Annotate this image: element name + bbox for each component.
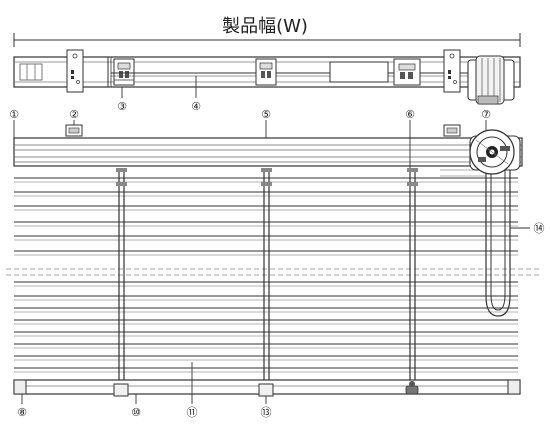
bracket-left-top [66,49,84,93]
callout-10: ⑩ [131,406,141,419]
callout-13: ⑬ [261,406,272,419]
cord-holder-middle [255,58,277,86]
callout-3: ③ [117,100,127,113]
callout-6: ⑥ [405,108,415,121]
operating-unit-top [467,55,515,105]
callouts: ① ② ③ ④ ⑤ ⑥ ⑦ ⑧ ⑩ ⑪ ⑬ ⑭ [9,100,544,419]
callout-8: ⑧ [17,406,27,419]
callout-11: ⑪ [187,406,198,419]
bottom-rail [13,379,521,397]
leader-lines [13,76,530,404]
slats-lower [14,281,518,373]
bracket-right-top [443,49,461,93]
headbox-front [13,124,523,167]
width-dimension: 製品幅(W) [13,16,521,47]
headrail-top-view [13,49,521,105]
callout-2: ② [69,108,79,121]
break-lines [6,268,540,276]
callout-14: ⑭ [534,222,545,235]
operating-cord-loop [440,168,511,317]
cord-holder-right [393,58,421,86]
stopper-knob [405,381,419,395]
callout-4: ④ [191,100,201,113]
width-title: 製品幅(W) [222,16,308,37]
ladder-cords [116,168,418,380]
pulley-unit-front [469,129,521,175]
callout-1: ① [9,108,19,121]
callout-7: ⑦ [481,108,491,121]
slats-upper [14,177,518,256]
cord-holder-left [107,57,135,87]
callout-5: ⑤ [261,108,271,121]
